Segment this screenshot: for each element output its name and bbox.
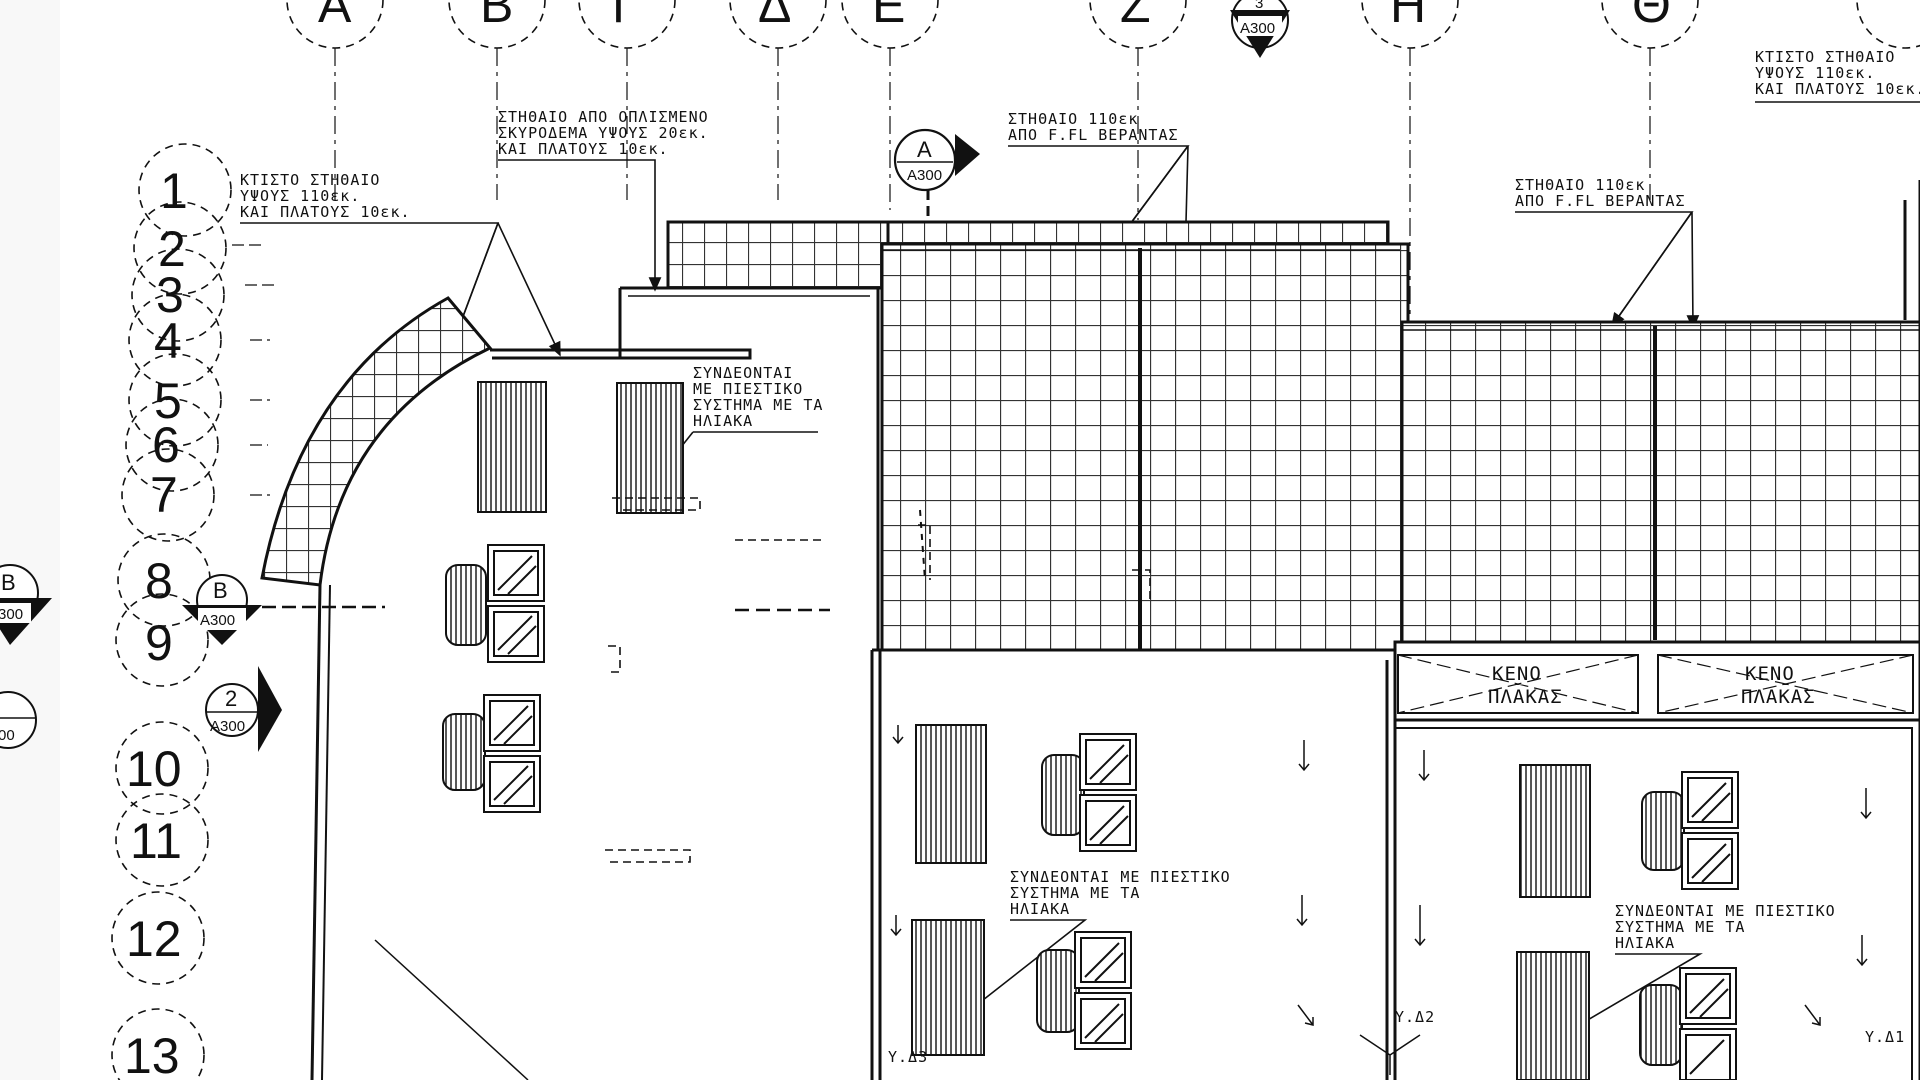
section-marker-2: 2 A300 bbox=[205, 666, 282, 752]
note-line: ΣΥΝΔΕΟΝΤΑΙ ΜΕ ΠΙΕΣΤΙΚΟ bbox=[1615, 902, 1836, 920]
void-label: ΠΛΑΚΑΣ bbox=[1741, 686, 1816, 708]
slope-arrows bbox=[890, 725, 1872, 1026]
note-line: ΣΤΗΘΑΙΟ ΑΠΟ ΟΠΛΙΣΜΕΝΟ bbox=[498, 108, 709, 126]
section-sheet-ref: A300 bbox=[1240, 20, 1275, 37]
section-sheet-ref: A300 bbox=[0, 606, 23, 623]
void-label: ΚΕΝΟ bbox=[1492, 663, 1542, 685]
grid-label-row: 13 bbox=[124, 1028, 180, 1080]
row-grid bbox=[111, 143, 232, 1080]
grid-label-row: 5 bbox=[154, 373, 182, 429]
note-pressure-system-1: ΣΥΝΔΕΟΝΤΑΙ ΜΕ ΠΙΕΣΤΙΚΟ ΣΥΣΤΗΜΑ ΜΕ ΤΑ ΗΛΙ… bbox=[650, 364, 823, 486]
section-marker-left-clipped: 00 bbox=[0, 691, 37, 749]
building-outline bbox=[260, 180, 1920, 1080]
drain-label: Υ.Δ3 bbox=[888, 1048, 928, 1066]
grid-label-row: 4 bbox=[154, 313, 182, 369]
note-line: ΚΑΙ ΠΛΑΤΟΥΣ 10εκ. bbox=[498, 140, 669, 158]
drain-label: Υ.Δ2 bbox=[1395, 1008, 1435, 1026]
note-line: ΥΨΟΥΣ 110εκ. bbox=[240, 187, 360, 205]
section-marker-left-b: B A300 bbox=[0, 564, 52, 645]
section-marker-a: A A300 bbox=[893, 128, 980, 290]
grid-label-row: 2 bbox=[158, 221, 186, 277]
grid-label-row: 10 bbox=[126, 741, 182, 797]
note-line: ΣΥΣΤΗΜΑ ΜΕ ΤΑ bbox=[693, 396, 823, 414]
grid-label-col: H bbox=[1390, 0, 1426, 33]
grid-label-col: Z bbox=[1120, 0, 1151, 33]
note-line: ΣΥΝΔΕΟΝΤΑΙ bbox=[693, 364, 793, 382]
note-veranda-parapet-2: ΣΤΗΘΑΙΟ 110εκ ΑΠΟ F.FL ΒΕΡΑΝΤΑΣ bbox=[1515, 176, 1693, 328]
hidden-lines bbox=[605, 497, 1151, 863]
note-masonry-parapet-right: ΚΤΙΣΤΟ ΣΤΗΘΑΙΟ ΥΨΟΥΣ 110εκ. ΚΑΙ ΠΛΑΤΟΥΣ … bbox=[1755, 48, 1920, 103]
section-letter: B bbox=[1, 570, 16, 595]
note-line: ΣΥΣΤΗΜΑ ΜΕ ΤΑ bbox=[1010, 884, 1140, 902]
note-line: ΚΑΙ ΠΛΑΤΟΥΣ 10εκ. bbox=[1755, 80, 1920, 98]
void-label: ΚΕΝΟ bbox=[1745, 663, 1795, 685]
void-label: ΠΛΑΚΑΣ bbox=[1488, 686, 1563, 708]
note-line: ΣΤΗΘΑΙΟ 110εκ bbox=[1515, 176, 1645, 194]
grid-label-col: A bbox=[318, 0, 352, 33]
grid-label-row: 1 bbox=[160, 163, 188, 219]
note-line: ΑΠΟ F.FL ΒΕΡΑΝΤΑΣ bbox=[1008, 126, 1179, 144]
section-sheet-ref: A300 bbox=[210, 718, 245, 735]
drains: Υ.Δ3 Υ.Δ2 Υ.Δ1 bbox=[888, 1008, 1905, 1075]
note-line: ΚΤΙΣΤΟ ΣΤΗΘΑΙΟ bbox=[1755, 48, 1895, 66]
section-letter: 3 bbox=[1255, 0, 1263, 12]
section-letter: B bbox=[213, 578, 228, 603]
note-concrete-parapet: ΣΤΗΘΑΙΟ ΑΠΟ ΟΠΛΙΣΜΕΝΟ ΣΚΥΡΟΔΕΜΑ ΥΨΟΥΣ 20… bbox=[498, 108, 709, 292]
row-grid-labels: 1 2 3 4 5 6 7 8 9 10 11 12 13 bbox=[124, 163, 188, 1080]
note-line: ΣΤΗΘΑΙΟ 110εκ bbox=[1008, 110, 1138, 128]
note-line: ΣΥΝΔΕΟΝΤΑΙ ΜΕ ΠΙΕΣΤΙΚΟ bbox=[1010, 868, 1231, 886]
grid-label-col: Δ bbox=[758, 0, 791, 33]
section-sheet-ref: A300 bbox=[907, 167, 942, 184]
section-marker-top-3: A300 3 bbox=[1230, 0, 1290, 58]
solar-panels bbox=[483, 544, 1739, 1080]
grid-label-row: 7 bbox=[150, 467, 178, 523]
grid-label-row: 8 bbox=[145, 553, 173, 609]
section-marker-b: B A300 bbox=[182, 574, 385, 645]
grid-label-col: B bbox=[480, 0, 513, 33]
column-grid-labels: A B Γ Δ E Z H Θ bbox=[318, 0, 1671, 33]
note-line: ΥΨΟΥΣ 110εκ. bbox=[1755, 64, 1875, 82]
note-line: ΣΚΥΡΟΔΕΜΑ ΥΨΟΥΣ 20εκ. bbox=[498, 124, 709, 142]
note-line: ΚΑΙ ΠΛΑΤΟΥΣ 10εκ. bbox=[240, 203, 411, 221]
grid-label-row: 6 bbox=[152, 417, 180, 473]
note-pressure-system-3: ΣΥΝΔΕΟΝΤΑΙ ΜΕ ΠΙΕΣΤΙΚΟ ΣΥΣΤΗΜΑ ΜΕ ΤΑ ΗΛΙ… bbox=[1538, 902, 1836, 1049]
grid-label-row: 11 bbox=[130, 813, 182, 869]
note-pressure-system-2: ΣΥΝΔΕΟΝΤΑΙ ΜΕ ΠΙΕΣΤΙΚΟ ΣΥΣΤΗΜΑ ΜΕ ΤΑ ΗΛΙ… bbox=[930, 868, 1231, 1041]
solar-tanks bbox=[442, 381, 1685, 1080]
note-line: ΗΛΙΑΚΑ bbox=[1010, 900, 1070, 918]
grid-label-col: E bbox=[872, 0, 905, 33]
column-grid bbox=[286, 0, 1920, 320]
section-letter: 2 bbox=[225, 686, 237, 711]
note-line: ΗΛΙΑΚΑ bbox=[1615, 934, 1675, 952]
note-line: ΚΤΙΣΤΟ ΣΤΗΘΑΙΟ bbox=[240, 171, 380, 189]
note-line: ΗΛΙΑΚΑ bbox=[693, 412, 753, 430]
note-line: ΣΥΣΤΗΜΑ ΜΕ ΤΑ bbox=[1615, 918, 1745, 936]
grid-label-col: Γ bbox=[612, 0, 640, 33]
grid-label-row: 12 bbox=[126, 911, 182, 967]
note-line: ΑΠΟ F.FL ΒΕΡΑΝΤΑΣ bbox=[1515, 192, 1686, 210]
section-letter: A bbox=[917, 137, 932, 162]
slab-void-labels: ΚΕΝΟ ΠΛΑΚΑΣ ΚΕΝΟ ΠΛΑΚΑΣ bbox=[1488, 663, 1816, 708]
drain-label: Υ.Δ1 bbox=[1865, 1028, 1905, 1046]
grid-label-row: 9 bbox=[145, 615, 173, 671]
section-sheet-ref: 00 bbox=[0, 727, 15, 744]
section-sheet-ref: A300 bbox=[200, 612, 235, 629]
grid-label-row: 3 bbox=[156, 267, 184, 323]
note-masonry-parapet-left: ΚΤΙΣΤΟ ΣΤΗΘΑΙΟ ΥΨΟΥΣ 110εκ. ΚΑΙ ΠΛΑΤΟΥΣ … bbox=[240, 171, 560, 380]
note-line: ΜΕ ΠΙΕΣΤΙΚΟ bbox=[693, 380, 803, 398]
grid-label-col: Θ bbox=[1632, 0, 1671, 33]
